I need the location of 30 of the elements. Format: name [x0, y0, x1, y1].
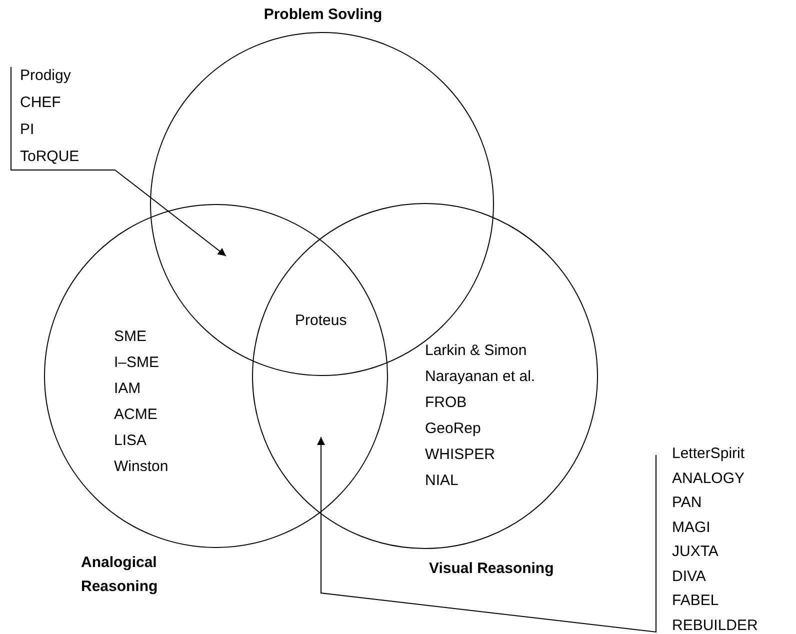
system-name: WHISPER	[425, 445, 496, 465]
system-name: SME	[114, 327, 147, 347]
system-name: PI	[20, 120, 36, 140]
system-name: LISA	[114, 431, 147, 451]
system-name: Narayanan et al.	[425, 367, 536, 387]
system-name: DIVA	[672, 566, 707, 586]
system-name: MAGI	[672, 518, 712, 538]
leader-line	[317, 436, 656, 633]
system-name: NIAL	[425, 471, 458, 491]
system-name: GeoRep	[425, 419, 481, 439]
system-name: ToRQUE	[20, 147, 80, 167]
circle-title: Analogical Reasoning	[81, 553, 159, 597]
system-name: ANALOGY	[672, 468, 746, 488]
region-label: Proteus	[295, 311, 347, 331]
system-name: I–SME	[114, 353, 160, 373]
system-name: JUXTA	[672, 542, 720, 562]
system-name: FROB	[425, 393, 467, 413]
system-name: Prodigy	[20, 66, 72, 86]
system-name: Larkin & Simon	[425, 341, 527, 361]
circle-title: Problem Sovling	[262, 5, 384, 25]
system-name: FABEL	[672, 591, 720, 611]
circle-title: Visual Reasoning	[429, 559, 555, 579]
system-name: CHEF	[20, 93, 62, 113]
system-name: PAN	[672, 493, 703, 513]
system-name: ACME	[114, 405, 158, 425]
system-name: IAM	[114, 379, 141, 399]
leader-line	[10, 66, 226, 256]
system-name: REBUILDER	[672, 616, 758, 634]
system-name: Winston	[114, 457, 168, 477]
system-name: LetterSpirit	[672, 444, 746, 464]
